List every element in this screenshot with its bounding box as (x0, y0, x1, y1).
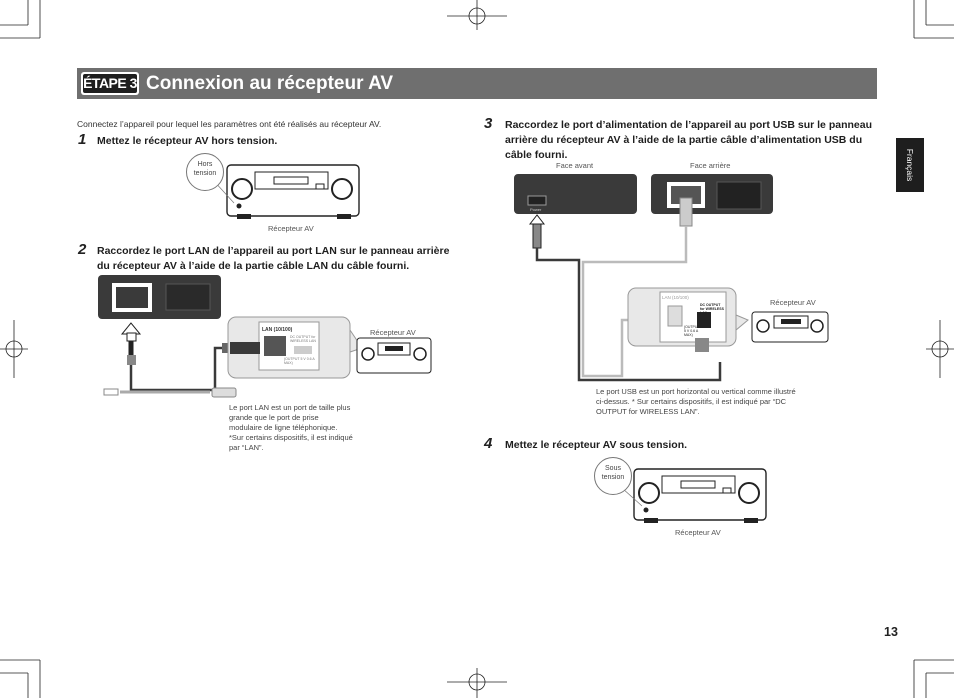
power-off-bubble: Hors tension (186, 153, 224, 191)
step-2-text: Raccordez le port LAN de l’appareil au p… (97, 245, 450, 272)
fig2-dc-sub: (OUTPUT 5 V 0.6 A MAX) (284, 357, 315, 365)
step-4-number: 4 (484, 435, 493, 452)
fig3-dc-sub: (OUTPUT 5 V 0.6 A MAX) (684, 325, 700, 337)
receiver-illustration-1 (212, 164, 360, 219)
intro-text: Connectez l’appareil pour lequel les par… (77, 119, 382, 129)
fig1-caption: Récepteur AV (268, 224, 314, 233)
step-4-text: Mettez le récepteur AV sous tension. (505, 439, 688, 451)
device-rear-illustration-2 (98, 275, 432, 398)
power-on-bubble: Sous tension (594, 457, 632, 495)
page-title: Connexion au récepteur AV (146, 73, 394, 94)
fig3-power-label: Power (530, 207, 542, 212)
language-tab-label: Français (905, 148, 915, 182)
step-1-number: 1 (78, 131, 87, 148)
language-tab: Français (896, 138, 924, 192)
fig3-back-label: Face arrière (690, 161, 731, 170)
fig2-dc-label: DC OUTPUT for WIRELESS LAN (290, 335, 316, 343)
step-badge: ÉTAPE 3 (81, 72, 139, 95)
page-number: 13 (884, 625, 898, 639)
step-3-number: 3 (484, 115, 493, 132)
step-1-text: Mettez le récepteur AV hors tension. (97, 135, 278, 147)
device-illustration-3 (514, 174, 829, 382)
fig3-caption: Récepteur AV (770, 298, 816, 307)
receiver-illustration-4 (621, 468, 767, 523)
fig2-note: Le port LAN est un port de taille plus g… (229, 403, 353, 452)
fig3-port-label: LAN (10/100) (662, 295, 689, 300)
section-banner (77, 68, 877, 99)
step-3-text: Raccordez le port d’alimentation de l’ap… (505, 119, 872, 161)
step-2-number: 2 (78, 241, 87, 258)
fig3-note: Le port USB est un port horizontal ou ve… (596, 387, 796, 416)
fig3-dc-label: DC OUTPUT for WIRELESS LAN (700, 303, 724, 315)
fig2-port-label: LAN (10/100) (262, 327, 293, 333)
step-badge-label: ÉTAPE 3 (83, 74, 137, 93)
fig3-front-label: Face avant (556, 161, 594, 170)
fig4-caption: Récepteur AV (675, 528, 721, 537)
fig2-caption: Récepteur AV (370, 328, 416, 337)
